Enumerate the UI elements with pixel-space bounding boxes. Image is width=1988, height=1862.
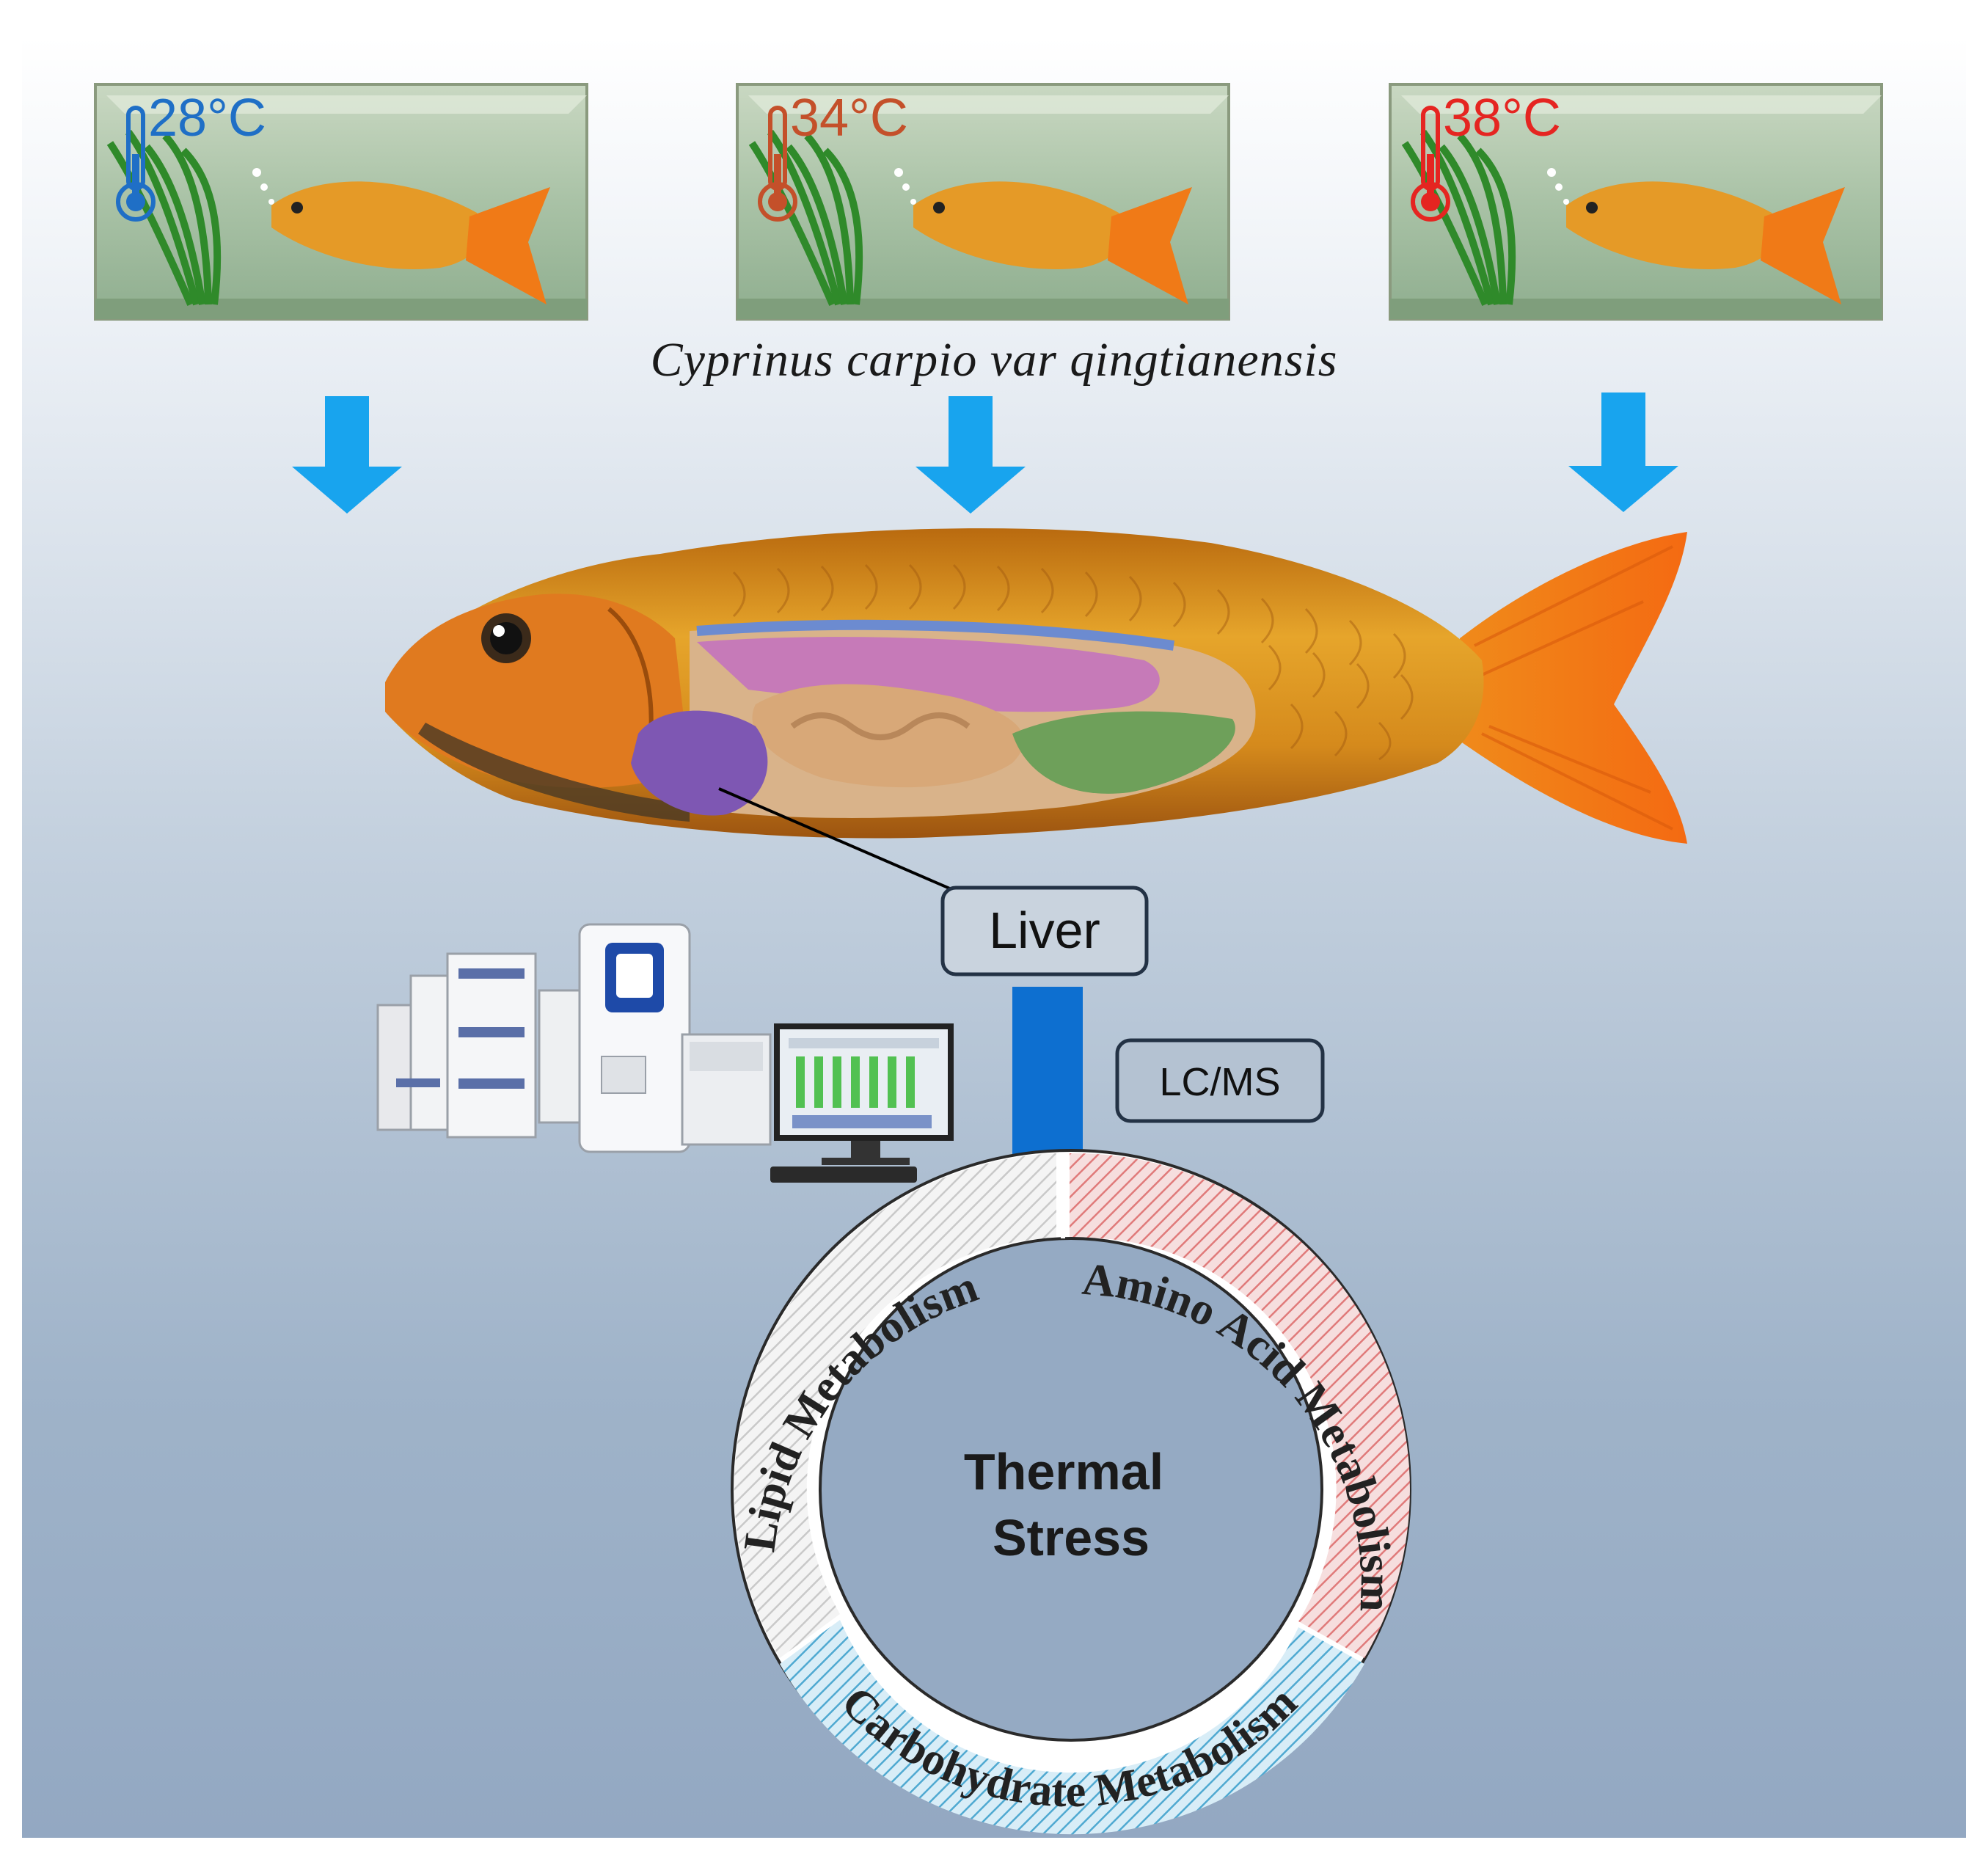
fish-liver: [631, 710, 768, 816]
goldfish: [913, 181, 1192, 304]
species-label: Cyprinus carpio var qingtianensis: [651, 333, 1338, 387]
temperature-label: 34°C: [790, 89, 908, 147]
center-text-line1: Thermal: [964, 1443, 1163, 1500]
lcms-instrument-illustration: [376, 923, 954, 1183]
goldfish: [1566, 181, 1845, 304]
lcms-label-box: LC/MS: [1115, 1038, 1325, 1123]
arrow-down-left: [292, 396, 402, 514]
temperature-label: 28°C: [148, 89, 266, 147]
ring-segment-carbohydrate: [780, 1620, 1364, 1835]
temperature-label: 38°C: [1443, 89, 1561, 147]
thermometer-icon: [758, 106, 797, 222]
fish-anatomy-illustration: [385, 528, 1687, 844]
center-text-line2: Stress: [993, 1509, 1150, 1566]
lcms-label: LC/MS: [1159, 1060, 1280, 1104]
aquatic-plant: [106, 130, 222, 307]
goldfish: [271, 181, 550, 304]
thermometer-icon: [116, 106, 156, 222]
aquatic-plant: [1401, 130, 1516, 307]
liver-label-box: Liver: [940, 886, 1149, 976]
thermometer-icon: [1411, 106, 1450, 222]
ring-segment-lipid: [734, 1153, 1056, 1658]
arrow-down-center: [916, 396, 1026, 514]
aquatic-plant: [748, 130, 863, 307]
aquarium-tank: 34°C: [736, 83, 1230, 321]
liver-label: Liver: [989, 902, 1100, 959]
liver-pointer-line: [718, 787, 969, 898]
arrow-down-right: [1568, 393, 1678, 512]
metabolism-ring: Lipid Metabolism Amino Acid Metabolism C…: [731, 1149, 1411, 1835]
ring-segment-amino-acid: [1070, 1153, 1410, 1658]
aquarium-tank: 38°C: [1389, 83, 1883, 321]
aquarium-tank: 28°C: [94, 83, 588, 321]
